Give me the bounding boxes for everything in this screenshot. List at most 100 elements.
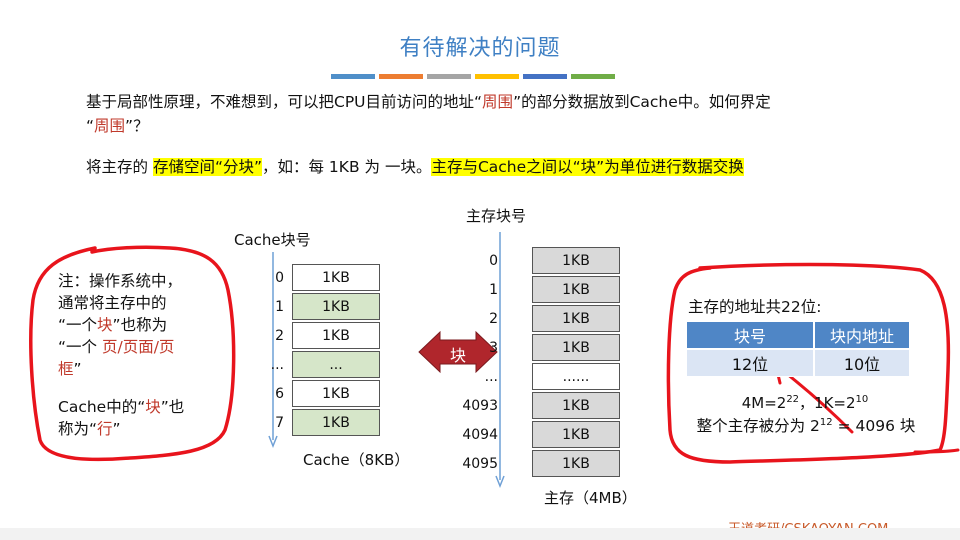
note-line-2: 通常将主存中的 xyxy=(58,294,167,312)
cache-block-number: 2 xyxy=(275,327,284,344)
note-line-1: 注：操作系统中， xyxy=(58,272,183,290)
memory-axis-arrowhead xyxy=(495,475,505,489)
color-bar-seg-4 xyxy=(475,74,519,79)
address-heading: 主存的地址共22位: xyxy=(688,298,822,316)
intro-line-1: 基于局部性原理，不难想到，可以把CPU目前访问的地址“周围”的部分数据放到Cac… xyxy=(86,90,886,114)
memory-row: 0 1KB xyxy=(458,246,620,275)
memory-block-cell: 1KB xyxy=(532,334,620,361)
note-l5-post: ” xyxy=(73,360,82,378)
color-bar-seg-6 xyxy=(571,74,615,79)
note-l7-red: 行 xyxy=(97,420,113,438)
memory-block-number: 0 xyxy=(489,252,498,269)
memory-block-number: 4094 xyxy=(462,426,498,443)
left-note-circle xyxy=(29,245,236,462)
note-line-5: 框” xyxy=(58,358,228,380)
cache-caption: Cache（8KB） xyxy=(303,451,410,469)
right-box-circle xyxy=(666,262,951,464)
intro-highlight-word-2: 周围 xyxy=(94,117,126,135)
memory-block-number: 3 xyxy=(489,339,498,356)
memory-block-number: 4095 xyxy=(462,455,498,472)
intra-address-bits: 10位 xyxy=(814,349,910,377)
formula-1k-exp: 10 xyxy=(855,394,869,405)
cache-block-number: 6 xyxy=(275,385,284,402)
memory-row: 3 1KB xyxy=(458,333,620,362)
intro-highlight-word: 周围 xyxy=(482,93,514,111)
color-bar-seg-2 xyxy=(379,74,423,79)
cache-block-cell: 1KB xyxy=(292,409,380,436)
memory-block-cell: 1KB xyxy=(532,247,620,274)
formula-total-post: = 4096 块 xyxy=(832,417,916,435)
note-l6-red: 块 xyxy=(145,398,161,416)
note-line-3: “一个块”也称为 xyxy=(58,314,228,336)
cache-block-number: 0 xyxy=(275,269,284,286)
memory-block-number: 4093 xyxy=(462,397,498,414)
cache-row: 6 1KB xyxy=(260,379,380,408)
memory-block-number: ... xyxy=(484,368,498,385)
formula-1k: ，1K=2 xyxy=(799,394,856,412)
highlight-block-exchange: 主存与Cache之间以“块”为单位进行数据交换 xyxy=(431,158,744,176)
note-l3-pre: “一个 xyxy=(58,316,98,334)
note-l7-pre: 称为“ xyxy=(58,420,98,438)
cache-row: ...... xyxy=(260,350,380,379)
cache-block-number: 7 xyxy=(275,414,284,431)
note-line-4: “一个 页/页面/页 xyxy=(58,336,228,358)
cache-block-cell: ... xyxy=(292,351,380,378)
formula-total-exp: 12 xyxy=(819,416,833,428)
intro-paragraph: 基于局部性原理，不难想到，可以把CPU目前访问的地址“周围”的部分数据放到Cac… xyxy=(86,90,886,138)
memory-block-cell: 1KB xyxy=(532,450,620,477)
memory-caption: 主存（4MB） xyxy=(544,489,637,507)
memory-row: 4093 1KB xyxy=(458,391,620,420)
block-exchange-arrow xyxy=(418,330,498,374)
color-bar-seg-1 xyxy=(331,74,375,79)
col-intra-block-address: 块内地址 xyxy=(814,321,910,349)
cache-block-cell: 1KB xyxy=(292,322,380,349)
memory-block-cell: 1KB xyxy=(532,392,620,419)
os-page-note: 注：操作系统中， 通常将主存中的 “一个块”也称为 “一个 页/页面/页 框” … xyxy=(58,270,228,440)
memory-block-cell: ...... xyxy=(532,363,620,390)
cache-block-heading: Cache块号 xyxy=(234,231,311,249)
block-paragraph: 将主存的 存储空间“分块”，如：每 1KB 为 一块。主存与Cache之间以“块… xyxy=(86,155,906,179)
cache-block-cell: 1KB xyxy=(292,293,380,320)
cache-block-number: 1 xyxy=(275,298,284,315)
color-bar-seg-5 xyxy=(523,74,567,79)
block-text-pre: 将主存的 xyxy=(86,158,153,176)
formula-total-pre: 整个主存被分为 2 xyxy=(696,417,820,435)
cache-row: 2 1KB xyxy=(260,321,380,350)
bottom-toolbar-strip xyxy=(0,528,960,540)
cache-row: 1 1KB xyxy=(260,292,380,321)
note-l5-red: 框 xyxy=(58,360,74,378)
note-l6-pre: Cache中的“ xyxy=(58,398,146,416)
note-l7-post: ” xyxy=(112,420,121,438)
cache-block-cell: 1KB xyxy=(292,380,380,407)
highlight-storage-block: 存储空间“分块” xyxy=(152,158,262,176)
note-l4-pre: “一个 xyxy=(58,338,102,356)
memory-block-number: 1 xyxy=(489,281,498,298)
address-formula-1: 4M=222，1K=210 xyxy=(690,392,920,413)
address-table: 块号 块内地址 12位 10位 xyxy=(686,321,910,377)
formula-4m-exp: 22 xyxy=(786,394,800,405)
cache-block-number: ... xyxy=(270,356,284,373)
memory-row: ......... xyxy=(458,362,620,391)
block-text-mid: ，如：每 1KB 为 一块。 xyxy=(262,158,432,176)
memory-block-heading: 主存块号 xyxy=(466,207,527,225)
intro-text: 基于局部性原理，不难想到，可以把CPU目前访问的地址“ xyxy=(86,93,483,111)
exchange-arrow-label: 块 xyxy=(449,346,466,365)
address-formula-2: 整个主存被分为 212 = 4096 块 xyxy=(686,414,926,436)
memory-block-cell: 1KB xyxy=(532,305,620,332)
formula-4m: 4M=2 xyxy=(741,394,787,412)
cache-axis-arrowhead xyxy=(268,435,278,449)
note-l3-red: 块 xyxy=(97,316,113,334)
quote-close: ”？ xyxy=(125,117,149,135)
slide-title: 有待解决的问题 xyxy=(399,36,561,61)
note-l4-red: 页/页面/页 xyxy=(101,338,175,356)
intro-text-end: ”的部分数据放到Cache中。如何界定 xyxy=(513,93,771,111)
note-spacer xyxy=(58,380,228,396)
quote-open: “ xyxy=(86,117,95,135)
note-l3-post: ”也称为 xyxy=(112,316,168,334)
